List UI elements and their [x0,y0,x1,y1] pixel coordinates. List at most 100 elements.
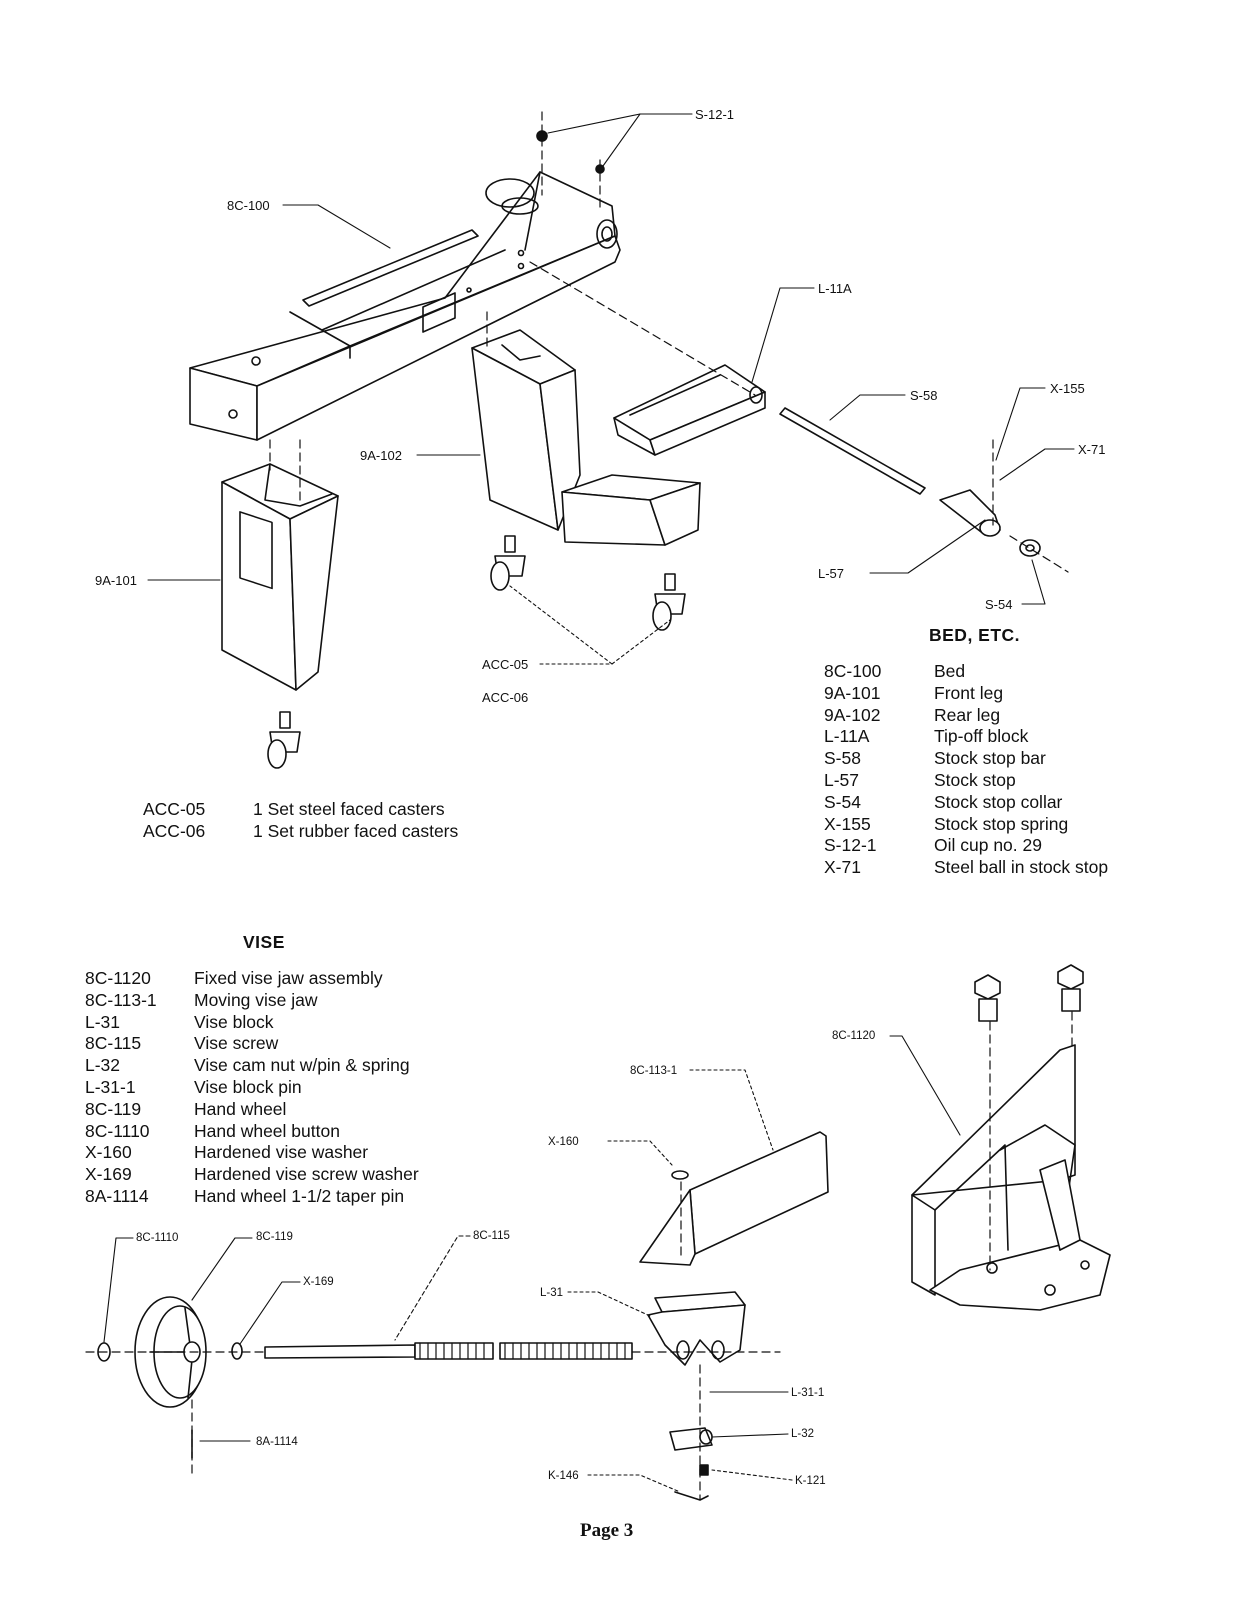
part-code: L-11A [824,726,870,747]
part-desc: Bed [934,661,966,681]
callout-l-31-1: L-31-1 [791,1387,825,1399]
callout-8c-115: 8C-115 [473,1230,510,1242]
legend-row: L-11A Tip-off block [824,726,1108,748]
part-code: L-32 [85,1055,121,1076]
part-code: ACC-06 [143,820,206,841]
callout-x-155: X-155 [1050,381,1085,396]
part-code: 8C-1120 [85,968,151,988]
legend-row: L-31 Vise block [85,1012,419,1034]
part-code: 9A-102 [824,704,881,725]
moving-vise-jaw-drawing [639,1131,829,1266]
part-code: L-57 [824,769,860,790]
part-desc: Hand wheel button [194,1120,340,1141]
part-code: S-54 [824,791,861,812]
callout-s-12-1: S-12-1 [695,107,735,122]
part-code: 8C-113-1 [85,989,157,1010]
part-desc: Vise block [194,1011,274,1032]
bed-section-title: BED, ETC. [929,625,1021,645]
callout-acc-05: ACC-05 [482,657,529,672]
callout-8c-100: 8C-100 [227,198,270,213]
callout-s-54: S-54 [985,597,1013,612]
callout-l-32: L-32 [791,1428,815,1440]
legend-row: 9A-102 Rear leg [824,705,1108,727]
tipoff-block-drawing [613,364,766,456]
callout-acc-06: ACC-06 [482,690,529,705]
part-code: X-169 [85,1164,132,1185]
vise-legend: 8C-1120 Fixed vise jaw assembly 8C-113-1 M… [85,968,419,1208]
part-desc: Steel ball in stock stop [934,857,1109,878]
stock-stop-drawing [779,407,1041,557]
part-code: ACC-05 [143,799,206,819]
legend-row: 8C-100 Bed [824,661,1108,683]
legend-row: ACC-05 1 Set steel faced casters [143,799,458,821]
callout-8a-1114: 8A-1114 [256,1436,298,1448]
vise-section-title: VISE [243,932,285,952]
part-desc: Stock stop collar [934,791,1063,812]
part-desc: Tip-off block [934,726,1029,747]
part-desc: Moving vise jaw [194,989,318,1010]
callout-l-31: L-31 [540,1287,564,1299]
legend-row: X-160 Hardened vise washer [85,1142,419,1164]
callout-8c-113-1: 8C-113-1 [630,1065,678,1077]
legend-row: L-57 Stock stop [824,770,1108,792]
vise-screw-drawing [264,1342,633,1360]
front-leg-drawing [221,463,339,691]
callout-x-160: X-160 [548,1136,579,1148]
part-desc: Vise screw [194,1033,279,1054]
part-code: 8C-1110 [85,1120,150,1141]
legend-row: S-12-1 Oil cup no. 29 [824,835,1108,857]
part-code: X-160 [85,1142,132,1163]
part-desc: Hardened vise washer [194,1142,369,1163]
part-desc: Hardened vise screw washer [194,1164,419,1185]
callout-x-169: X-169 [303,1276,334,1288]
callout-9a-101: 9A-101 [95,573,137,588]
legend-row: X-71 Steel ball in stock stop [824,857,1108,879]
part-code: 8A-1114 [85,1185,149,1206]
part-code: 8C-100 [824,661,882,681]
part-desc: Vise block pin [194,1076,302,1097]
part-desc: Fixed vise jaw assembly [194,968,383,988]
part-code: L-31 [85,1011,121,1032]
part-code: X-155 [824,813,871,834]
legend-row: L-31-1 Vise block pin [85,1077,419,1099]
part-desc: Hand wheel [194,1098,287,1119]
fixed-vise-jaw-drawing [911,964,1111,1311]
part-desc: Stock stop [934,769,1016,790]
vise-block-drawing [647,1291,746,1366]
legend-row: L-32 Vise cam nut w/pin & spring [85,1055,419,1077]
part-desc: Vise cam nut w/pin & spring [194,1055,410,1076]
callout-8c-1110: 8C-1110 [136,1232,179,1244]
legend-row: 8A-1114 Hand wheel 1-1/2 taper pin [85,1186,419,1208]
part-desc: Rear leg [934,704,1001,725]
callout-l-11a: L-11A [818,281,852,296]
caster-drawings [267,535,686,769]
callout-k-146: K-146 [548,1470,579,1482]
callout-x-71: X-71 [1078,442,1106,457]
callout-8c-1120: 8C-1120 [832,1030,876,1042]
legend-row: 8C-1120 Fixed vise jaw assembly [85,968,419,990]
callout-s-58: S-58 [910,388,938,403]
rear-leg-drawing [471,329,701,546]
part-desc: Hand wheel 1-1/2 taper pin [194,1185,405,1206]
part-code: S-12-1 [824,835,877,856]
callout-9a-102: 9A-102 [360,448,402,463]
legend-row: S-54 Stock stop collar [824,792,1108,814]
part-code: 9A-101 [824,682,881,703]
page-number: Page 3 [580,1520,634,1541]
legend-row: X-169 Hardened vise screw washer [85,1164,419,1186]
part-desc: Oil cup no. 29 [934,835,1042,856]
bed-drawing [189,171,621,441]
part-code: S-58 [824,748,861,769]
part-code: X-71 [824,857,861,878]
part-code: L-31-1 [85,1076,136,1097]
part-desc: Stock stop spring [934,813,1069,834]
part-desc: 1 Set steel faced casters [253,799,445,819]
